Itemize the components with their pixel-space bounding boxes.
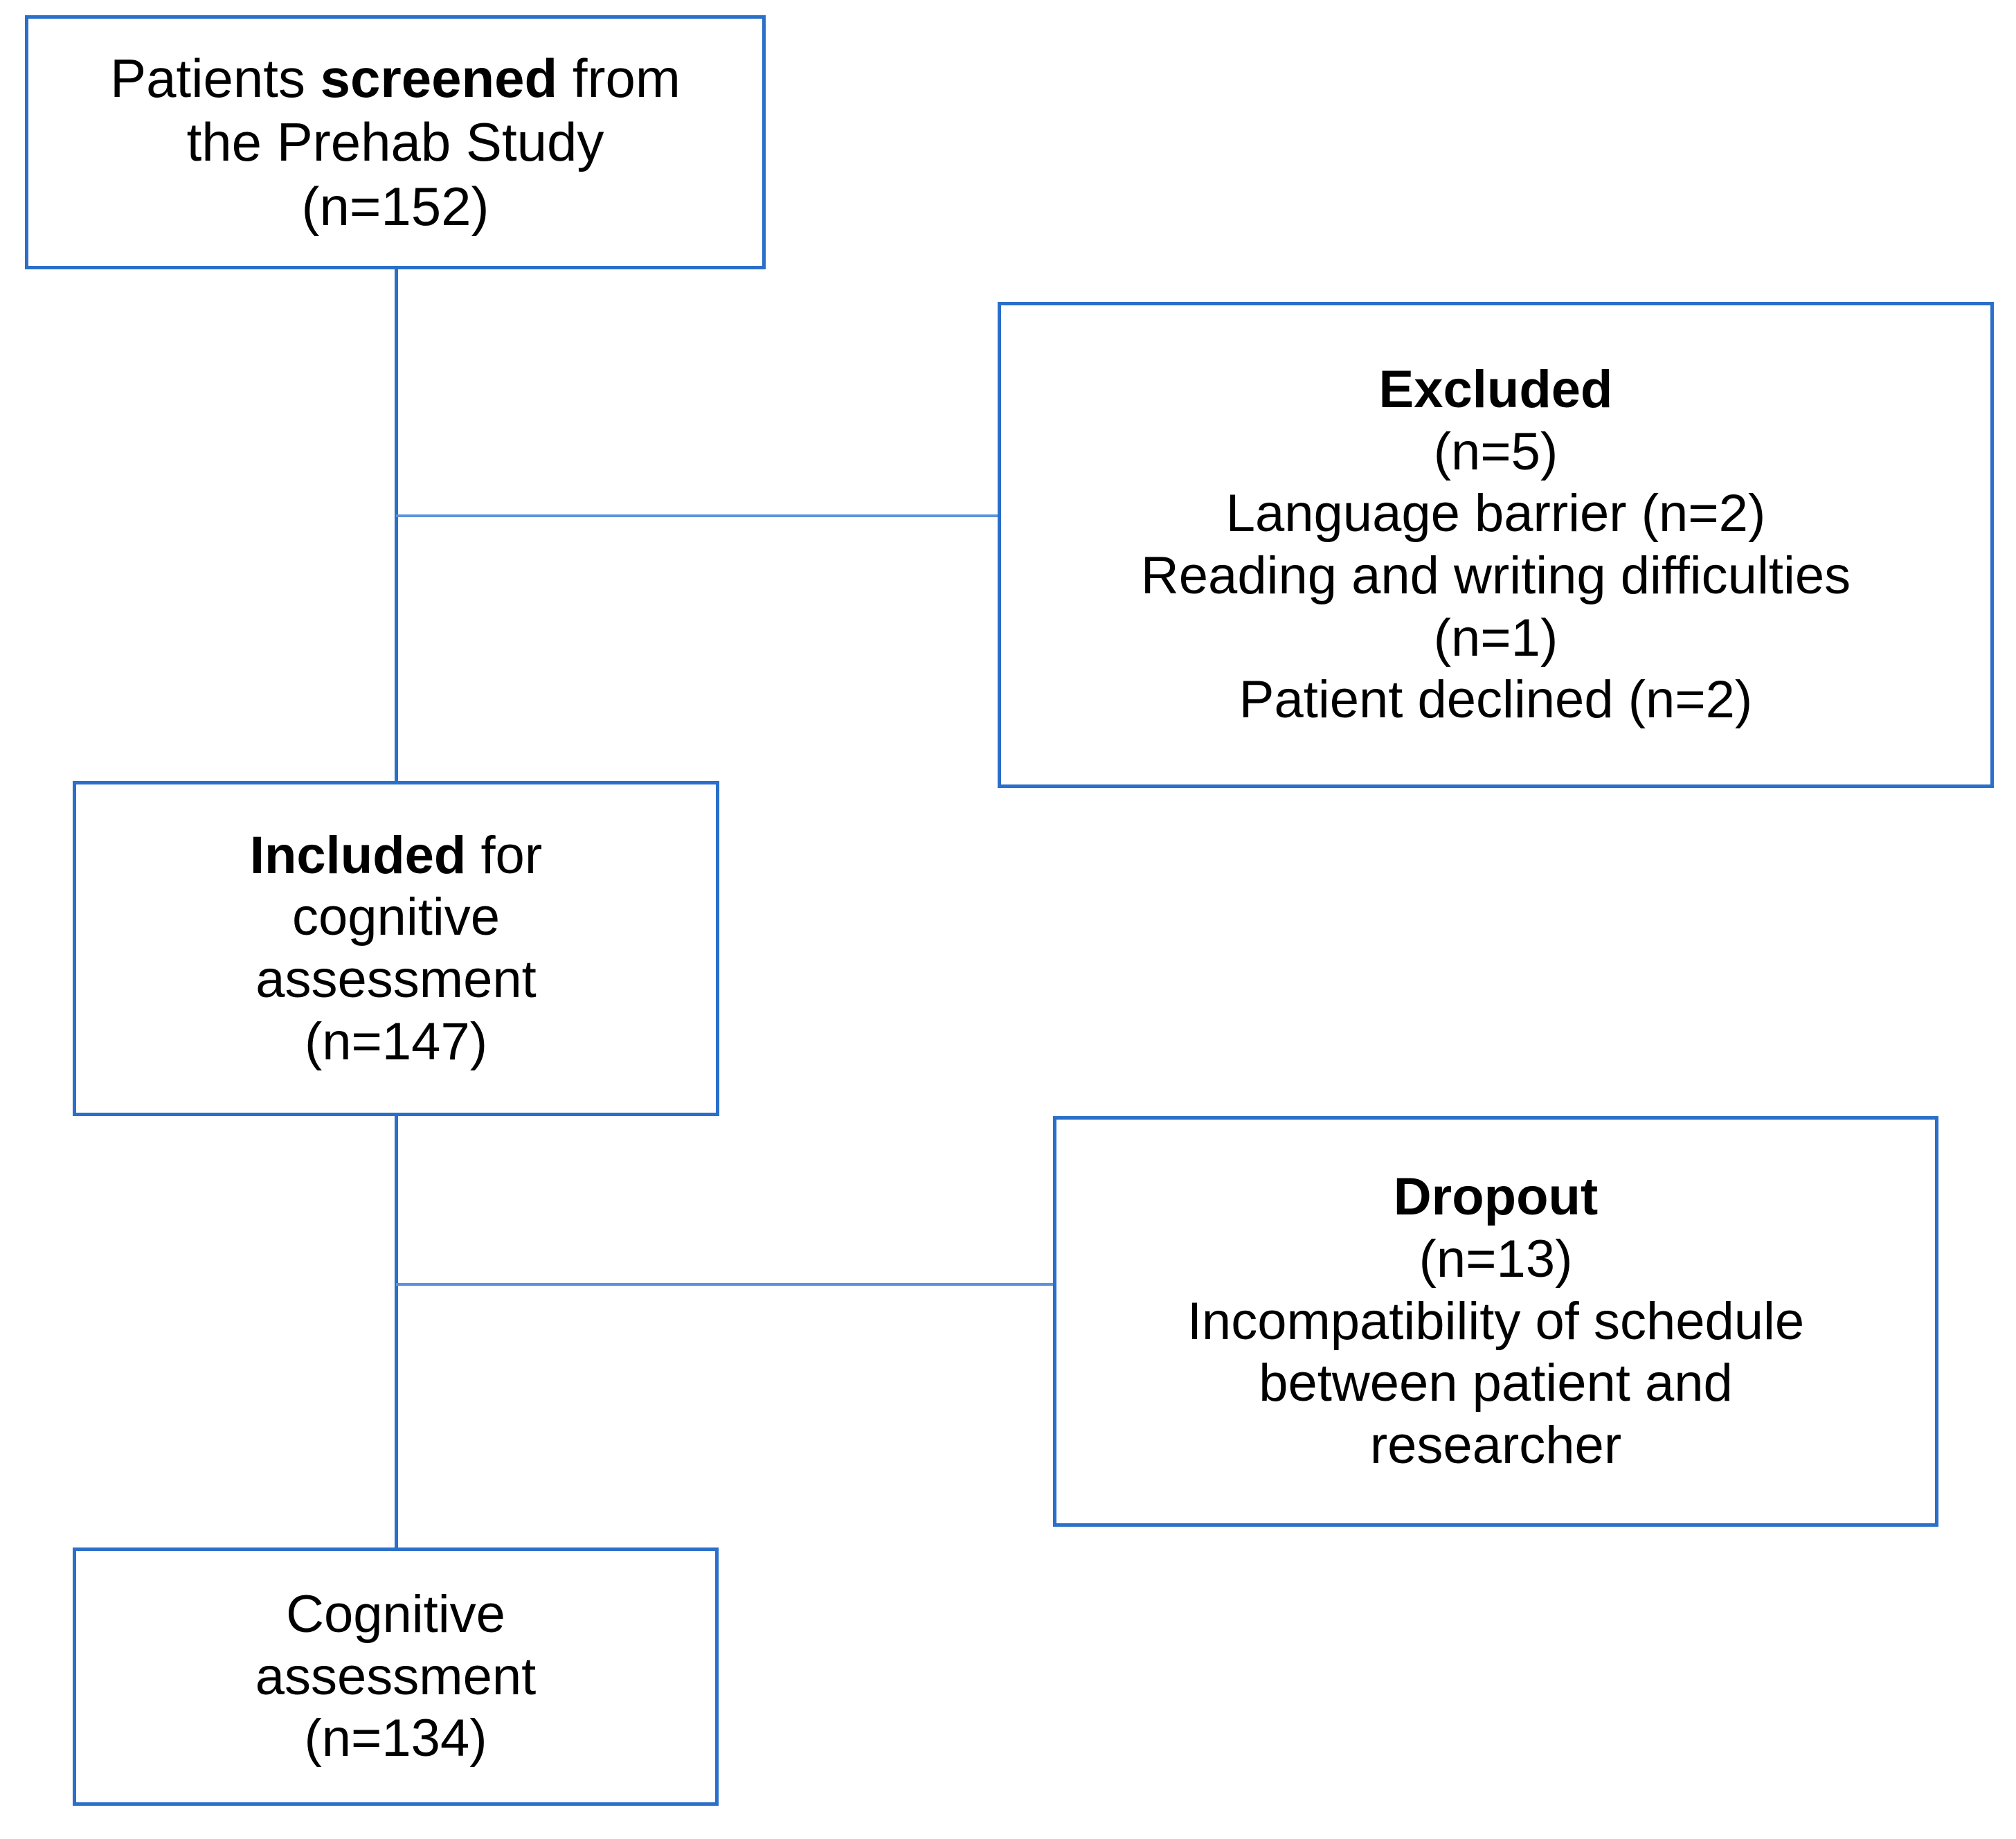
node-excluded-heading: Excluded [1014,359,1978,421]
node-screened-line-1: Patients screened from [41,46,750,110]
node-included-line-3: assessment [255,950,537,1009]
node-screened-line-2: the Prehab Study [186,111,604,173]
node-included-for-cognitive-assessment: Included for cognitive assessment (n=147… [73,781,719,1116]
node-included-count: (n=147) [304,1012,488,1071]
node-excluded-reason-2: Reading and writing difficulties [1140,546,1851,605]
node-excluded-heading-text: Excluded [1378,359,1613,419]
node-dropout-count: (n=13) [1419,1229,1573,1289]
node-dropout-reason-line-3: researcher [1369,1416,1622,1475]
node-dropout-heading: Dropout [1069,1166,1923,1228]
node-excluded-reason-2-count: (n=1) [1433,608,1558,667]
node-cognitive-count: (n=134) [304,1709,487,1768]
connector-included-to-cognitive [395,1116,398,1548]
node-excluded-count: (n=5) [1433,422,1558,481]
node-excluded: Excluded (n=5) Language barrier (n=2) Re… [998,302,1994,788]
node-cognitive-line-1: Cognitive [286,1584,505,1644]
node-screened-text-prefix: Patients [110,48,321,109]
node-cognitive-line-2: assessment [255,1647,537,1706]
node-patients-screened: Patients screened from the Prehab Study … [25,15,766,269]
node-cognitive-assessment: Cognitive assessment (n=134) [73,1548,719,1806]
node-dropout-reason-line-1: Incompatibility of schedule [1187,1291,1805,1351]
connector-trunk-to-excluded [396,514,999,517]
node-excluded-reason-3: Patient declined (n=2) [1239,670,1753,730]
node-included-text-suffix: for [466,825,543,885]
node-dropout-heading-text: Dropout [1393,1167,1599,1227]
node-screened-count: (n=152) [301,175,489,237]
node-excluded-reason-1: Language barrier (n=2) [1225,484,1766,544]
node-dropout-reason-line-2: between patient and [1259,1354,1733,1413]
connector-screened-to-included [395,269,398,781]
node-screened-text-suffix: from [557,48,681,109]
node-screened-text-bold: screened [320,48,558,109]
connector-trunk-to-dropout [396,1283,1054,1286]
node-included-line-2: cognitive [292,888,500,947]
node-dropout: Dropout (n=13) Incompatibility of schedu… [1053,1116,1938,1527]
node-included-line-1: Included for [89,825,703,887]
node-included-text-bold: Included [249,825,467,885]
